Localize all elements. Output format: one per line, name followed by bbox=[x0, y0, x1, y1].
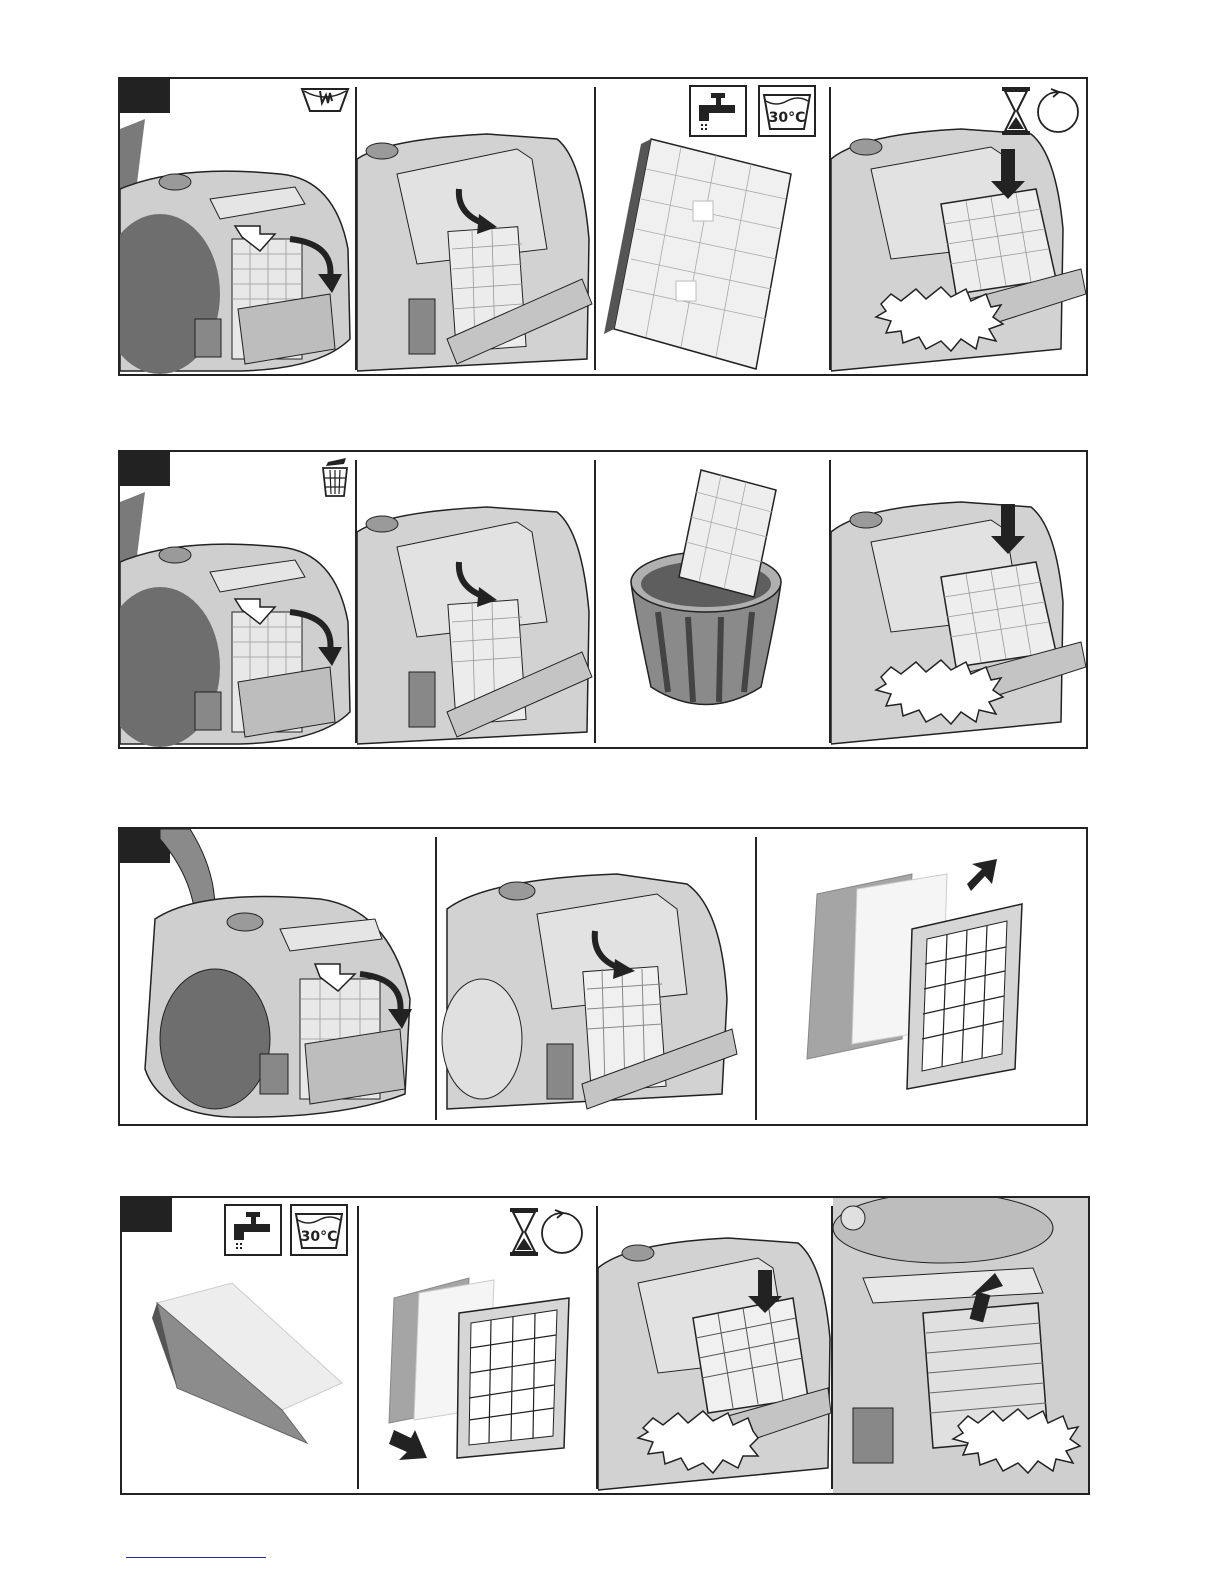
step-close-flap bbox=[833, 1198, 1088, 1493]
step-remove-filter bbox=[357, 79, 594, 374]
figure-filter-replace bbox=[118, 450, 1088, 749]
trash-bin-icon bbox=[320, 456, 350, 502]
step-rinse-filter: 30°C bbox=[596, 79, 829, 374]
wash-30-icon: 30°C bbox=[758, 85, 816, 141]
step-remove-filter bbox=[357, 452, 594, 747]
step-separate-filter-layers bbox=[757, 829, 1087, 1124]
step-insert-new-filter bbox=[831, 452, 1086, 747]
step-open-flap bbox=[120, 79, 355, 374]
rotate-icon bbox=[1035, 85, 1081, 139]
wash-30-icon: 30°C bbox=[290, 1204, 348, 1260]
step-open-flap bbox=[120, 829, 435, 1124]
figure-prefilter-remove bbox=[118, 827, 1088, 1126]
step-insert-filter bbox=[598, 1198, 831, 1493]
footer-rule bbox=[126, 1557, 266, 1558]
wash-temp-label: 30°C bbox=[769, 110, 806, 126]
step-discard-filter bbox=[596, 452, 829, 747]
figure-prefilter-wash: 30°C bbox=[120, 1196, 1090, 1495]
hourglass-icon bbox=[999, 85, 1033, 141]
tap-icon bbox=[689, 85, 747, 141]
hand-wash-icon bbox=[300, 85, 350, 117]
step-rinse-filter: 30°C bbox=[122, 1198, 357, 1493]
wash-temp-label: 30°C bbox=[301, 1229, 338, 1245]
step-open-flap bbox=[120, 452, 355, 747]
step-dry-and-insert bbox=[831, 79, 1086, 374]
step-remove-filter-frame bbox=[437, 829, 755, 1124]
tap-icon bbox=[224, 1204, 282, 1260]
hourglass-icon bbox=[507, 1206, 541, 1262]
figure-filter-wash: 30°C bbox=[118, 77, 1088, 376]
step-dry-and-assemble bbox=[359, 1198, 596, 1493]
rotate-icon bbox=[539, 1206, 585, 1260]
